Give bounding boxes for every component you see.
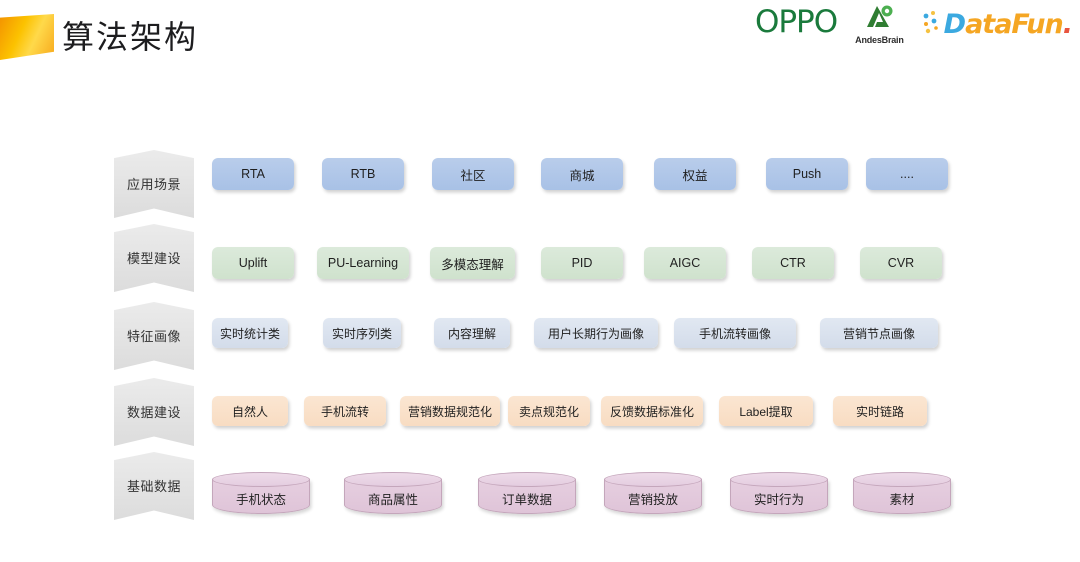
node-box[interactable]: RTA	[212, 158, 294, 190]
data-store-cylinder[interactable]: 素材	[853, 472, 951, 514]
node-label: ....	[900, 167, 914, 181]
node-box[interactable]: AIGC	[644, 247, 726, 279]
logo-group: OPPO AndesBrain	[754, 2, 1073, 46]
node-box[interactable]: 手机流转	[304, 396, 386, 426]
stage-label-text: 模型建设	[126, 250, 181, 266]
node-box[interactable]: 多模态理解	[430, 247, 515, 279]
stage-label-1: 应用场景	[114, 150, 194, 218]
node-label: Push	[792, 167, 822, 181]
node-label: 反馈数据标准化	[609, 404, 694, 419]
datafun-logo: DataFun.	[922, 8, 1073, 40]
node-label: 卖点规范化	[518, 404, 579, 419]
node-label: 多模态理解	[441, 257, 504, 272]
node-label: 实时序列类	[331, 326, 392, 341]
node-label: 商品属性	[367, 493, 418, 507]
node-box[interactable]: 营销节点画像	[820, 318, 938, 348]
node-box[interactable]: 商城	[541, 158, 623, 190]
node-label: 订单数据	[501, 493, 552, 507]
node-box[interactable]: CTR	[752, 247, 834, 279]
node-label: Uplift	[238, 256, 268, 270]
data-store-cylinder[interactable]: 手机状态	[212, 472, 310, 514]
node-label: 素材	[889, 493, 915, 507]
node-label: 权益	[682, 168, 708, 183]
node-label: CVR	[887, 256, 915, 270]
node-box[interactable]: 实时链路	[833, 396, 927, 426]
node-box[interactable]: RTB	[322, 158, 404, 190]
node-box[interactable]: 实时统计类	[212, 318, 288, 348]
stage-label-5: 基础数据	[114, 452, 194, 520]
node-label: 营销数据规范化	[407, 404, 492, 419]
node-label: 社区	[460, 168, 486, 183]
node-label: 用户长期行为画像	[547, 326, 644, 341]
stage-label-text: 基础数据	[126, 478, 181, 494]
node-label: 营销节点画像	[842, 326, 915, 341]
stage-label-text: 应用场景	[126, 176, 181, 192]
node-label: RTA	[241, 167, 265, 181]
node-box[interactable]: 营销数据规范化	[400, 396, 500, 426]
node-label: RTB	[350, 167, 376, 181]
cylinder-top	[604, 472, 702, 487]
andesbrain-mark-icon	[864, 4, 894, 34]
node-label: AIGC	[669, 256, 701, 270]
stage-label-3: 特征画像	[114, 302, 194, 370]
stage-label-text: 数据建设	[126, 404, 181, 420]
oppo-logo: OPPO	[754, 3, 838, 40]
cylinder-top	[344, 472, 442, 487]
node-label: Label提取	[739, 404, 793, 419]
node-label: 手机状态	[235, 493, 286, 507]
node-box[interactable]: 卖点规范化	[508, 396, 590, 426]
node-box[interactable]: ....	[866, 158, 948, 190]
data-store-cylinder[interactable]: 营销投放	[604, 472, 702, 514]
node-box[interactable]: 用户长期行为画像	[534, 318, 658, 348]
node-label: 内容理解	[447, 326, 496, 341]
data-store-cylinder[interactable]: 订单数据	[478, 472, 576, 514]
node-label: 手机流转	[320, 404, 369, 419]
stage-label-2: 模型建设	[114, 224, 194, 292]
node-label: PID	[571, 256, 593, 270]
node-box[interactable]: 权益	[654, 158, 736, 190]
node-box[interactable]: 手机流转画像	[674, 318, 796, 348]
node-box[interactable]: PID	[541, 247, 623, 279]
node-box[interactable]: 实时序列类	[323, 318, 401, 348]
node-label: PU-Learning	[327, 256, 399, 270]
cylinder-top	[212, 472, 310, 487]
node-box[interactable]: 内容理解	[434, 318, 510, 348]
node-box[interactable]: 社区	[432, 158, 514, 190]
page-title: 算法架构	[62, 18, 199, 56]
cylinder-top	[730, 472, 828, 487]
node-label: 营销投放	[627, 493, 678, 507]
node-box[interactable]: 反馈数据标准化	[601, 396, 703, 426]
node-label: 实时行为	[753, 493, 804, 507]
andesbrain-wordmark: AndesBrain	[855, 34, 904, 45]
node-label: 自然人	[231, 404, 268, 419]
node-label: 商城	[569, 168, 595, 183]
datafun-dots-icon	[922, 9, 944, 40]
stage-label-text: 特征画像	[126, 328, 181, 344]
node-box[interactable]: CVR	[860, 247, 942, 279]
node-box[interactable]: 自然人	[212, 396, 288, 426]
title-accent-shape	[0, 14, 54, 60]
node-box[interactable]: Push	[766, 158, 848, 190]
cylinder-top	[478, 472, 576, 487]
node-label: 手机流转画像	[698, 326, 771, 341]
data-store-cylinder[interactable]: 商品属性	[344, 472, 442, 514]
datafun-wordmark: DataFun.	[943, 8, 1073, 40]
node-label: 实时链路	[855, 404, 904, 419]
node-label: CTR	[780, 256, 806, 270]
cylinder-top	[853, 472, 951, 487]
node-box[interactable]: Uplift	[212, 247, 294, 279]
node-box[interactable]: PU-Learning	[317, 247, 409, 279]
stage-label-4: 数据建设	[114, 378, 194, 446]
node-label: 实时统计类	[219, 326, 280, 341]
data-store-cylinder[interactable]: 实时行为	[730, 472, 828, 514]
node-box[interactable]: Label提取	[719, 396, 813, 426]
andesbrain-logo: AndesBrain	[855, 4, 904, 45]
